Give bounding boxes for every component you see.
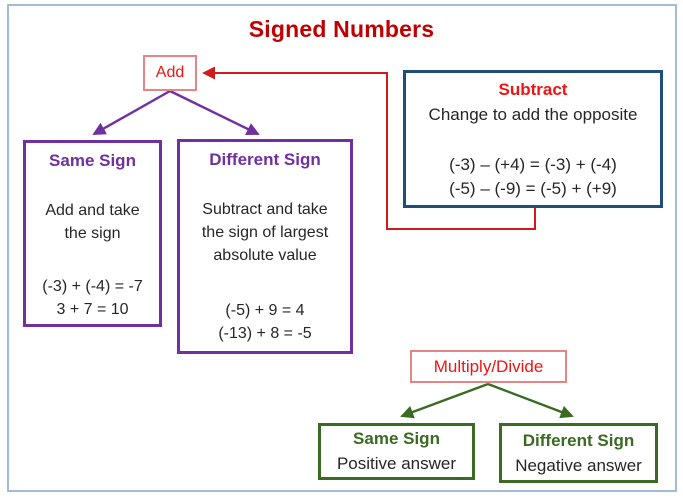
example-line: (-5) + 9 = 4 bbox=[225, 302, 305, 319]
example-line: (-13) + 8 = -5 bbox=[218, 325, 312, 342]
different-sign-rule: Subtract and take the sign of largest ab… bbox=[180, 198, 350, 267]
multiply-different-sign-box: Different Sign Negative answer bbox=[499, 423, 658, 483]
subtract-box: Subtract Change to add the opposite (-3)… bbox=[403, 70, 663, 208]
add-same-sign-box: Same Sign Add and take the sign (-3) + (… bbox=[23, 140, 162, 327]
same-sign-examples: (-3) + (-4) = -7 3 + 7 = 10 bbox=[26, 275, 159, 321]
add-different-sign-box: Different Sign Subtract and take the sig… bbox=[177, 139, 353, 354]
multiply-different-sign-heading: Different Sign bbox=[522, 430, 635, 450]
rule-line: Add and take bbox=[45, 202, 140, 219]
example-line: (-3) – (+4) = (-3) + (-4) bbox=[449, 155, 617, 174]
same-sign-rule: Add and take the sign bbox=[26, 199, 159, 245]
same-sign-heading: Same Sign bbox=[49, 151, 136, 170]
rule-line: the sign bbox=[64, 225, 121, 242]
different-sign-heading: Different Sign bbox=[209, 150, 321, 169]
multiply-same-sign-heading: Same Sign bbox=[353, 429, 440, 448]
multiply-divide-node: Multiply/Divide bbox=[410, 350, 567, 383]
example-line: (-5) – (-9) = (-5) + (+9) bbox=[449, 179, 617, 198]
example-line: 3 + 7 = 10 bbox=[56, 301, 129, 318]
page-title: Signed Numbers bbox=[248, 16, 435, 42]
rule-line: absolute value bbox=[213, 247, 317, 264]
add-label: Add bbox=[155, 64, 185, 81]
subtract-rule: Change to add the opposite bbox=[428, 105, 638, 124]
multiply-different-sign-answer: Negative answer bbox=[515, 455, 642, 475]
different-sign-examples: (-5) + 9 = 4 (-13) + 8 = -5 bbox=[180, 299, 350, 345]
subtract-heading: Subtract bbox=[498, 80, 568, 99]
rule-line: the sign of largest bbox=[201, 224, 329, 241]
multiply-divide-label: Multiply/Divide bbox=[433, 356, 544, 376]
multiply-same-sign-box: Same Sign Positive answer bbox=[318, 423, 475, 480]
add-node: Add bbox=[143, 55, 197, 91]
example-line: (-3) + (-4) = -7 bbox=[42, 278, 143, 295]
rule-line: Subtract and take bbox=[202, 201, 328, 218]
multiply-same-sign-answer: Positive answer bbox=[336, 454, 457, 473]
outer-border bbox=[7, 4, 677, 492]
subtract-examples: (-3) – (+4) = (-3) + (-4) (-5) – (-9) = … bbox=[406, 153, 660, 201]
